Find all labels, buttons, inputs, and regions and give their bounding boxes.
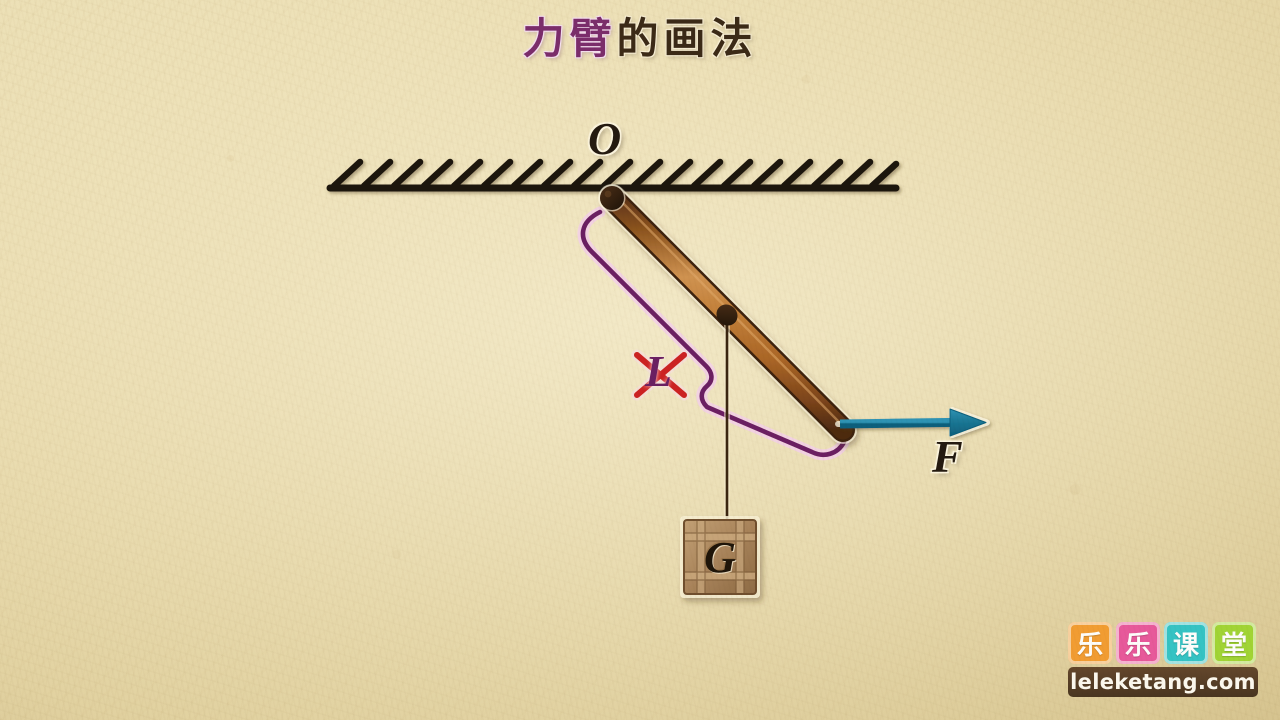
leleketang-watermark: 乐 乐 课 堂 leleketang.com (1068, 622, 1262, 697)
weight-label-G: G (704, 532, 736, 582)
pivot-point-O (598, 184, 626, 212)
logo-tile-3: 课 (1164, 622, 1208, 664)
logo-domain-text: leleketang.com (1068, 667, 1258, 697)
page-title-dark: 的画法 (616, 14, 758, 63)
logo-tile-2: 乐 (1116, 622, 1160, 664)
incorrect-arm-label-L-text: L (645, 347, 672, 396)
logo-tiles: 乐 乐 课 堂 (1068, 622, 1262, 664)
logo-tile-4: 堂 (1212, 622, 1256, 664)
ceiling-hatching (326, 158, 900, 192)
incorrect-arm-label-L: L (634, 347, 688, 400)
logo-tile-1: 乐 (1068, 622, 1112, 664)
force-vector-F (835, 407, 990, 438)
force-label-F: F (932, 431, 963, 482)
page-title: 力臂的画法 (0, 14, 1280, 64)
pivot-label-O: O (588, 113, 622, 164)
incorrect-force-arm-outline (577, 206, 850, 461)
weight-attachment-dot (716, 304, 738, 326)
page-title-purple: 力臂 (522, 14, 617, 63)
